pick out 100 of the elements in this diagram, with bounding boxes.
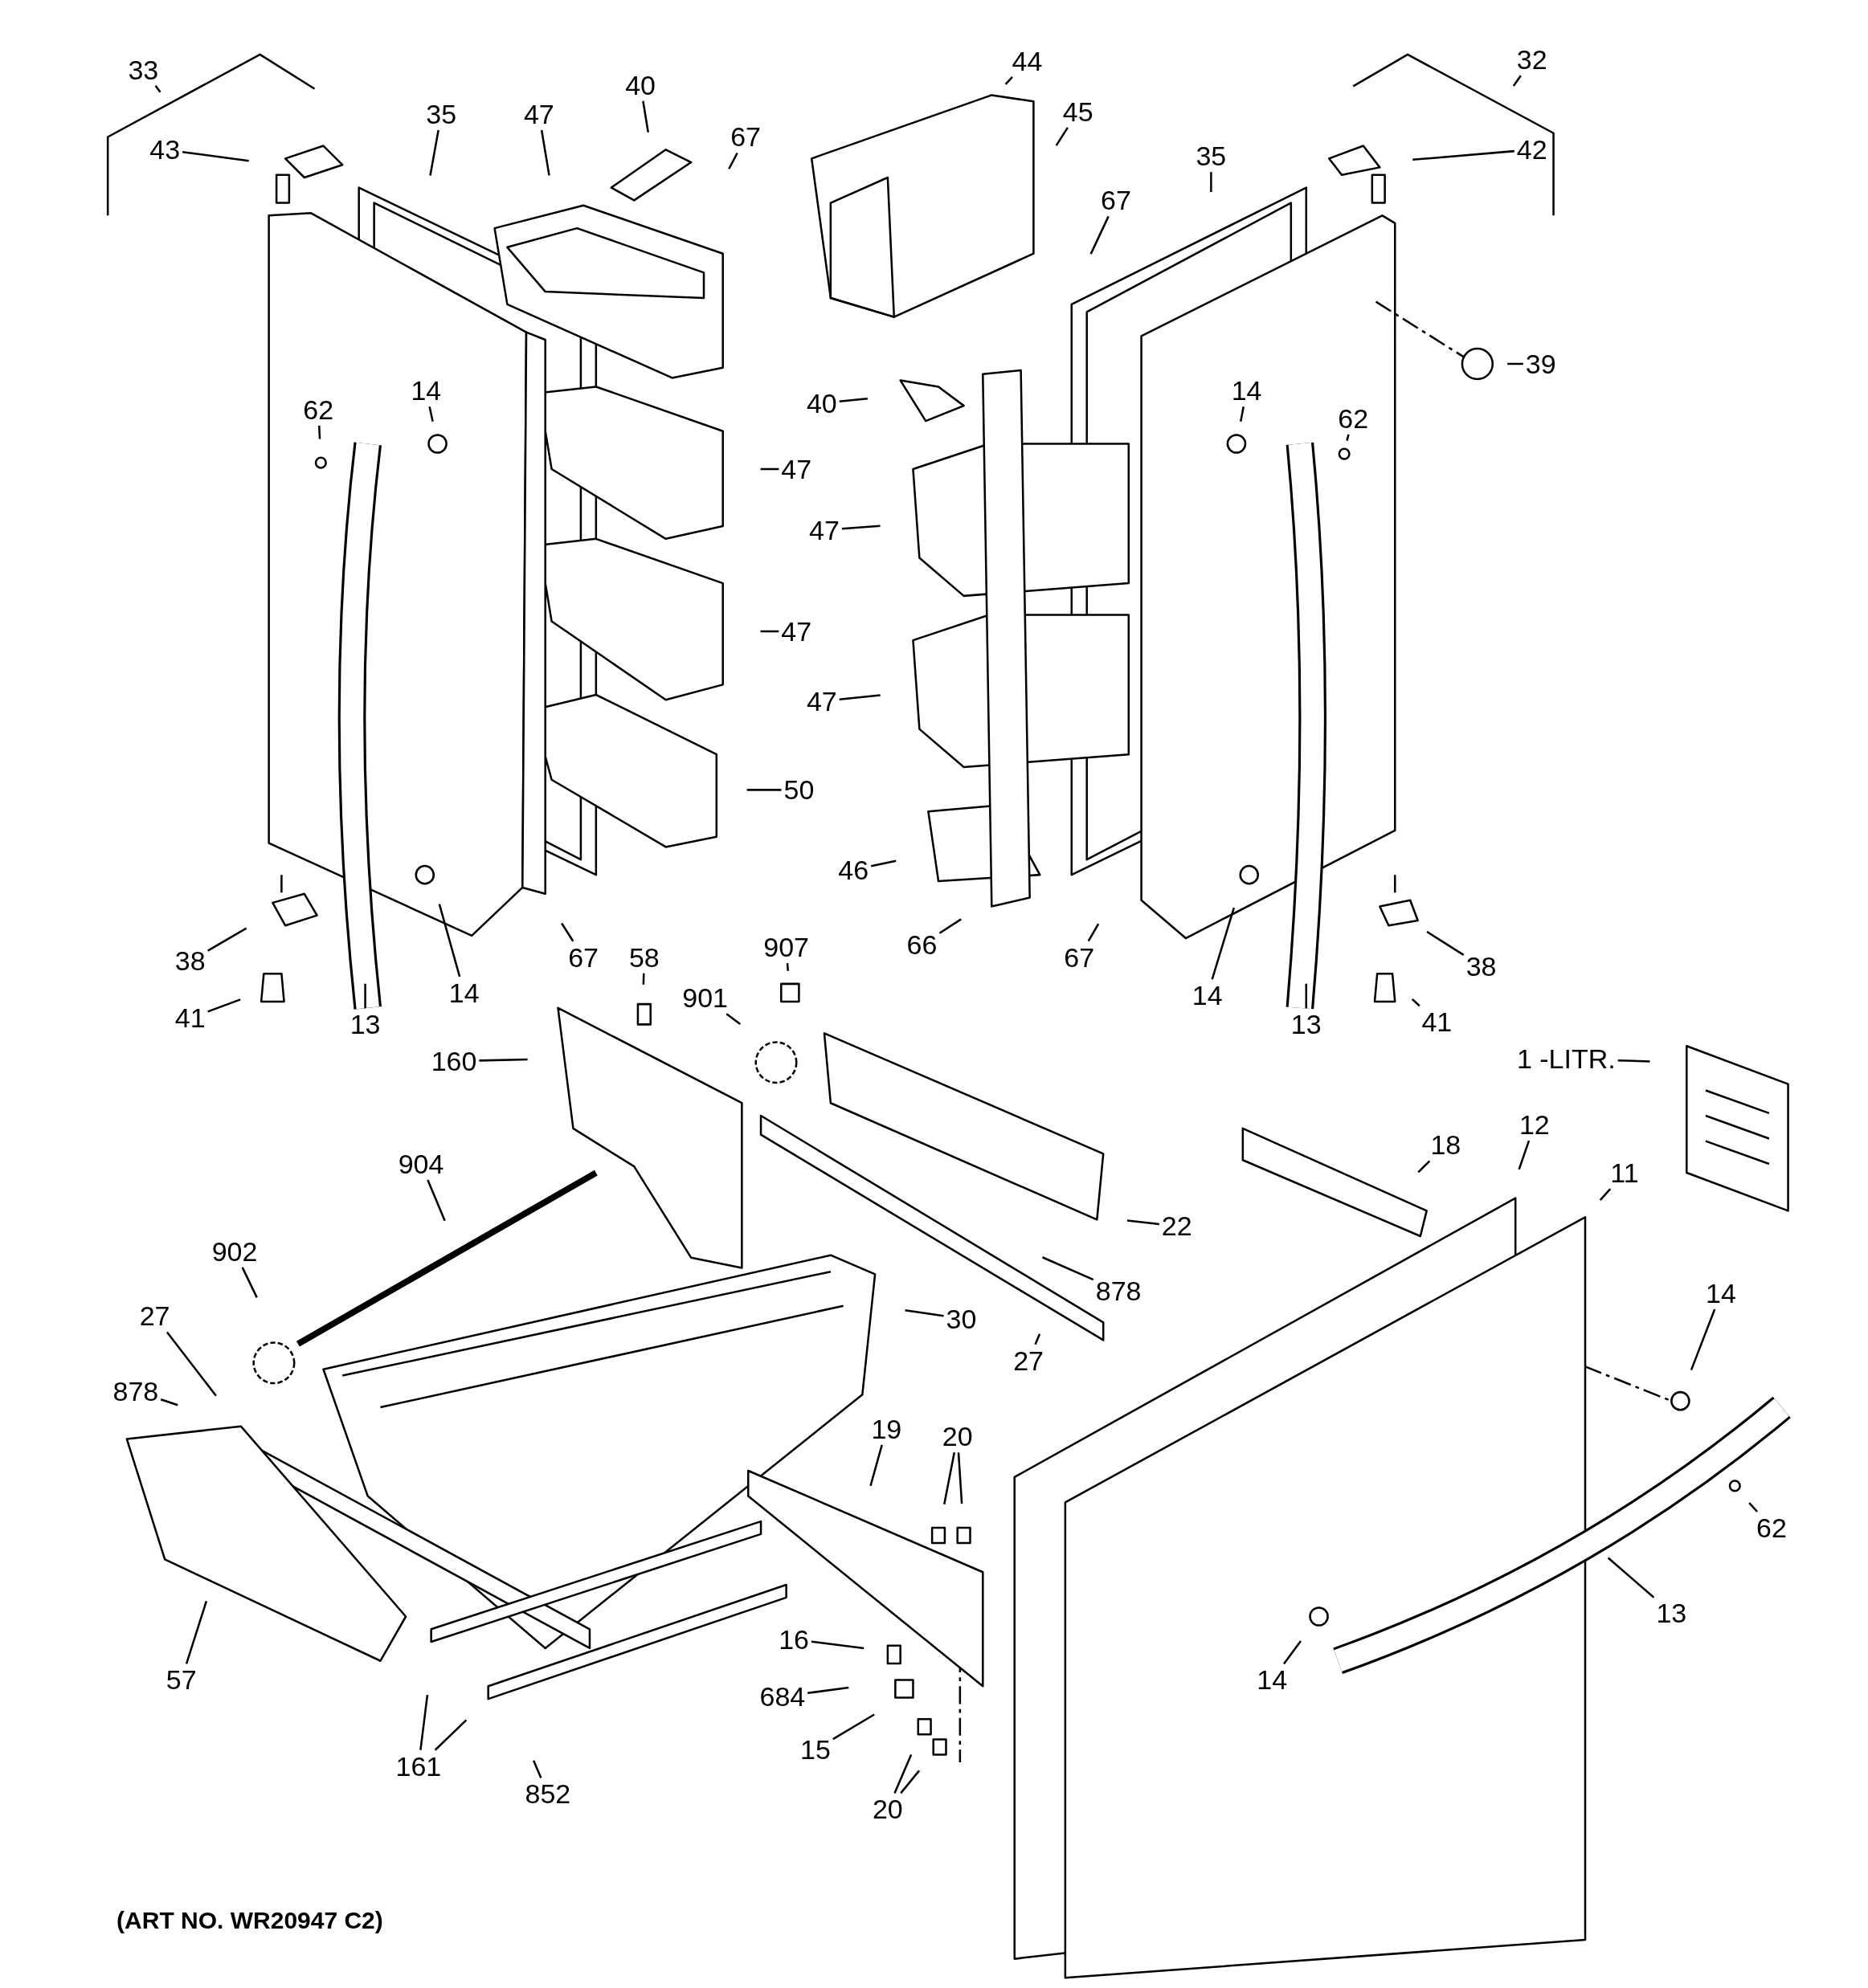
leader-line [1412,149,1514,161]
leader-line [893,1754,913,1794]
leader-line [1607,1557,1655,1598]
leader-line [317,425,321,439]
leader-line [1041,1256,1094,1281]
callout-number: 27 [1013,1346,1044,1374]
callout-number: 16 [779,1625,809,1653]
callout-number: 47 [781,455,812,483]
callout-number: 67 [568,943,599,971]
callout-number: 907 [763,933,809,961]
callout-number: 62 [303,395,334,423]
leader-line [807,1686,849,1695]
callout-number: 41 [174,1004,206,1032]
callout-number: 878 [1095,1276,1142,1304]
callout-number: 50 [783,776,815,804]
callout-number: 14 [411,377,442,405]
leader-line [1210,172,1212,192]
callout-number: 35 [426,100,457,129]
leader-line [419,1694,429,1750]
callout-number: 44 [1012,47,1043,75]
callout-number: 47 [809,516,840,544]
callout-number: 20 [942,1423,973,1451]
callout-number: 39 [1525,350,1556,378]
leader-line [1055,127,1069,146]
callout-number: 11 [1610,1159,1639,1186]
callout-number: 45 [1062,97,1093,125]
leader-line [1411,998,1420,1007]
callout-number: 22 [1161,1212,1192,1240]
leader-line [1126,1219,1159,1226]
leader-line [938,918,962,934]
leader-line [1426,930,1465,956]
leader-line [811,1640,865,1650]
leader-line [1617,1059,1650,1063]
leader-line [1512,75,1522,87]
callout-number: 58 [628,943,660,971]
leader-line [532,1760,542,1778]
leader-line [207,998,241,1013]
callout-number: 43 [149,136,181,164]
leader-line [160,1398,178,1406]
callout-number: 160 [431,1047,477,1076]
leader-line [870,859,897,867]
callout-number: 42 [1516,136,1547,164]
callout-number: 46 [838,855,869,884]
callout-number: 14 [448,978,480,1006]
leader-line [900,1770,921,1794]
leader-line [438,904,461,978]
callout-number: 33 [128,55,159,84]
callout-number: 20 [872,1795,903,1823]
leader-line [182,150,249,162]
leader-line [1346,434,1350,442]
callout-number: 47 [806,687,837,715]
leader-line [1211,907,1236,980]
leader-line [1690,1308,1716,1371]
callout-number: 902 [211,1237,258,1265]
callout-number: 40 [625,71,656,99]
leader-line [726,1013,742,1026]
callout-number: 13 [349,1010,381,1039]
leader-line [1089,215,1110,255]
leader-line [428,406,434,422]
leader-line [434,1719,468,1751]
callout-number: 1 -LITR. [1516,1044,1616,1072]
callout-number: 14 [1231,377,1262,405]
leader-line [1599,1188,1612,1201]
callout-number: 38 [174,947,206,975]
leader-line [1518,1140,1531,1170]
leader-line [154,85,161,93]
callout-number: 47 [523,100,554,129]
callout-number: 66 [906,930,938,958]
leader-line [1305,983,1308,1009]
leader-line [839,398,868,402]
leader-line [760,467,779,471]
callout-number: 901 [682,984,728,1012]
callout-number: 67 [730,123,761,151]
leader-line [869,1444,883,1487]
leader-line [364,983,366,1009]
callout-number: 40 [806,389,837,417]
callout-number: 12 [1519,1111,1550,1139]
callout-number: 878 [112,1377,159,1405]
callout-number: 19 [871,1414,902,1443]
callout-number: 852 [525,1780,571,1808]
callout-number: 14 [1706,1279,1736,1307]
callout-number: 67 [1101,186,1131,214]
callout-number: 13 [1656,1598,1687,1627]
callout-number: 18 [1430,1131,1461,1159]
callout-number: 32 [1516,46,1547,74]
leader-line [642,100,649,133]
leader-line [1034,1333,1041,1345]
leader-line [1087,923,1100,942]
callout-number: 30 [946,1304,977,1333]
leader-line [728,152,738,169]
leader-line [746,789,782,791]
leader-line [185,1600,208,1664]
leader-line [427,1179,446,1222]
leader-line [832,1713,875,1741]
leader-line [957,1452,963,1504]
callout-number: 14 [1192,982,1223,1010]
callout-number: 904 [398,1149,444,1178]
callout-number: 15 [800,1736,831,1764]
leader-line [1282,1640,1302,1665]
leader-line [943,1452,956,1504]
